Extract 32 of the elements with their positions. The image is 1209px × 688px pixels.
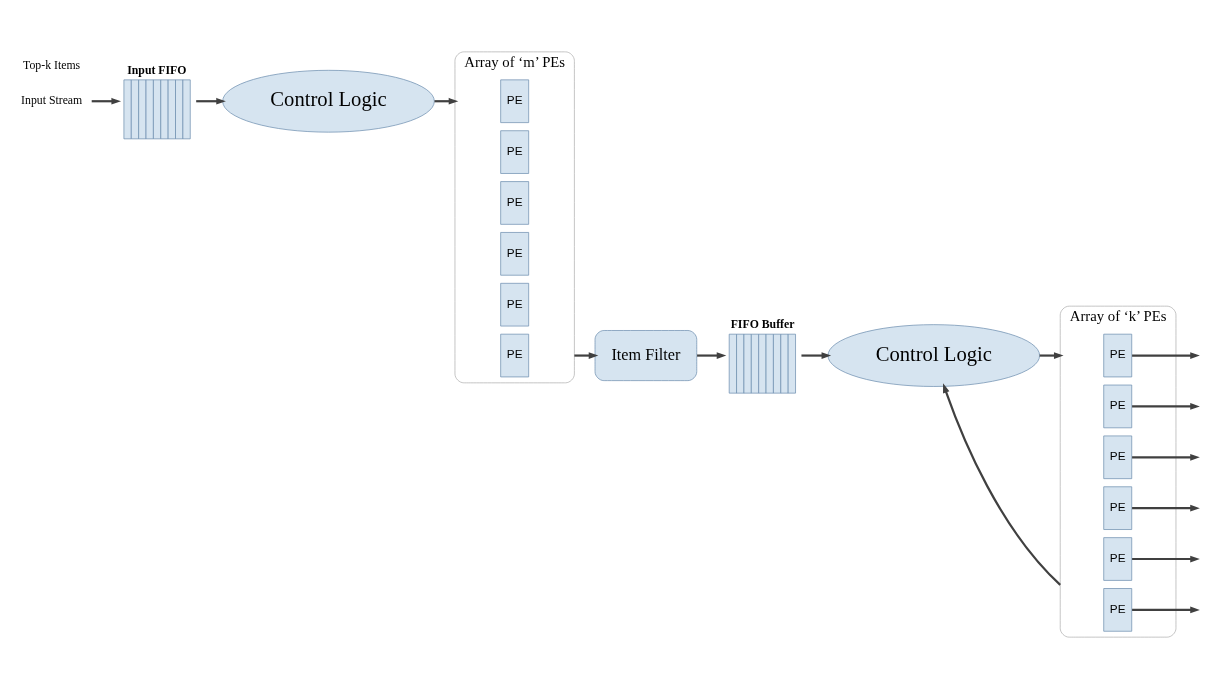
node-text: Input Stream [21,92,83,107]
node-label: Input FIFO [127,62,187,77]
node-box: PE [500,79,530,123]
arrow [943,382,1061,586]
arrow [1132,504,1200,511]
node-box: PE [1103,536,1133,581]
node-box: PE [1103,384,1133,428]
node-box: PE [500,333,530,377]
arrow [1132,402,1200,410]
node-ellipse: Control Logic [222,69,435,132]
node-box: Item Filter [594,329,698,381]
arrow [1132,453,1200,461]
node-label: FIFO Buffer [730,316,795,331]
node-box: PE [1103,435,1133,479]
arrow [1132,555,1200,562]
node-box: PE [500,129,530,174]
arrow [91,97,122,105]
node-box: PE [500,231,530,276]
node-box: PE [1103,333,1133,377]
arrow [1039,351,1064,359]
node-box: PE [500,282,530,326]
arrow [801,351,832,359]
label: Top-k Items [23,57,81,72]
arrow [1132,351,1200,359]
arrow [1132,606,1200,613]
node-box: PE [1103,485,1133,530]
node-ellipse: Control Logic [827,323,1040,387]
arrow [196,97,226,105]
node-box: PE [500,180,530,225]
arrow [697,351,727,359]
arrow [574,351,599,359]
node-box: PE [1103,587,1133,632]
